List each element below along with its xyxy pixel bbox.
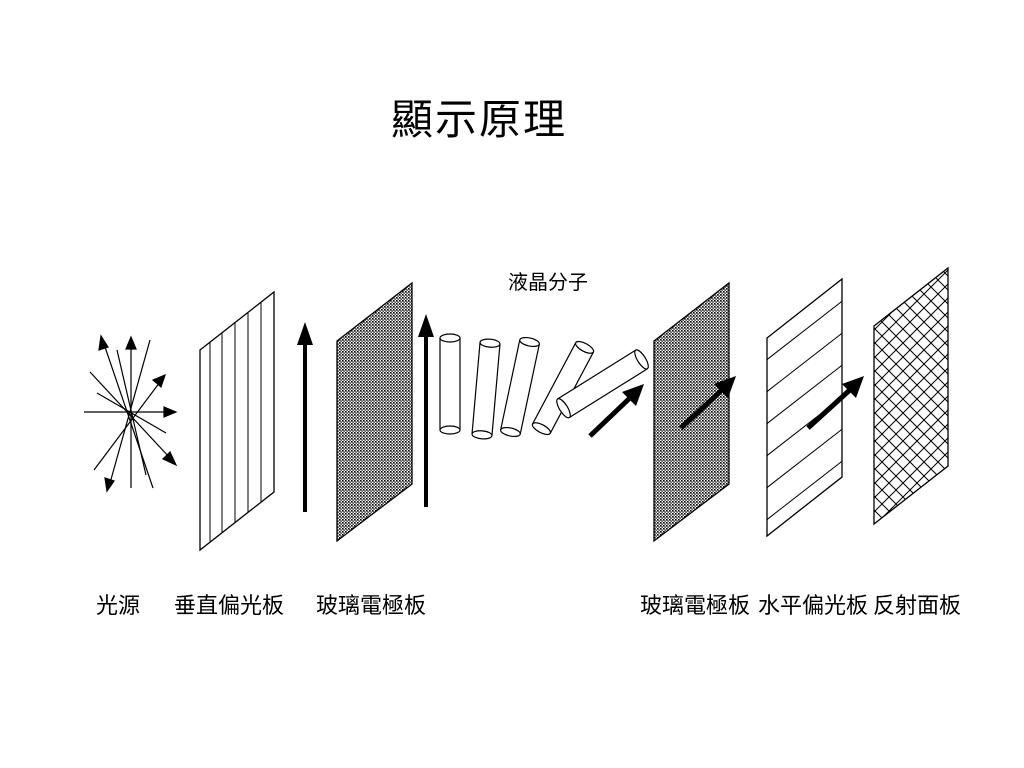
light-source-rays (84, 334, 178, 493)
vertical-polarizer-plate (199, 290, 275, 552)
glass-electrode-plate-2 (653, 281, 730, 543)
label-light-source: 光源 (96, 594, 141, 619)
polarization-arrow-diagonal-2 (679, 376, 736, 430)
polarization-arrow-diagonal-1 (588, 384, 644, 438)
label-reflective-panel: 反射面板 (873, 594, 962, 619)
liquid-crystal-molecules (439, 333, 649, 440)
polarization-arrow-vertical-1 (297, 322, 313, 512)
slide-title: 顯示原理 (390, 95, 567, 144)
polarization-arrow-diagonal-3 (806, 376, 864, 430)
liquid-crystal-label: 液晶分子 (508, 270, 588, 294)
horizontal-polarizer-plate (766, 277, 843, 538)
label-horizontal-polarizer: 水平偏光板 (758, 594, 869, 619)
label-vertical-polarizer: 垂直偏光板 (174, 594, 285, 619)
label-glass-electrode-1: 玻璃電極板 (316, 594, 427, 619)
reflective-panel-plate (873, 266, 949, 526)
polarization-arrow-vertical-2 (418, 314, 434, 507)
label-glass-electrode-2: 玻璃電極板 (640, 594, 751, 619)
glass-electrode-plate-1 (336, 281, 413, 543)
